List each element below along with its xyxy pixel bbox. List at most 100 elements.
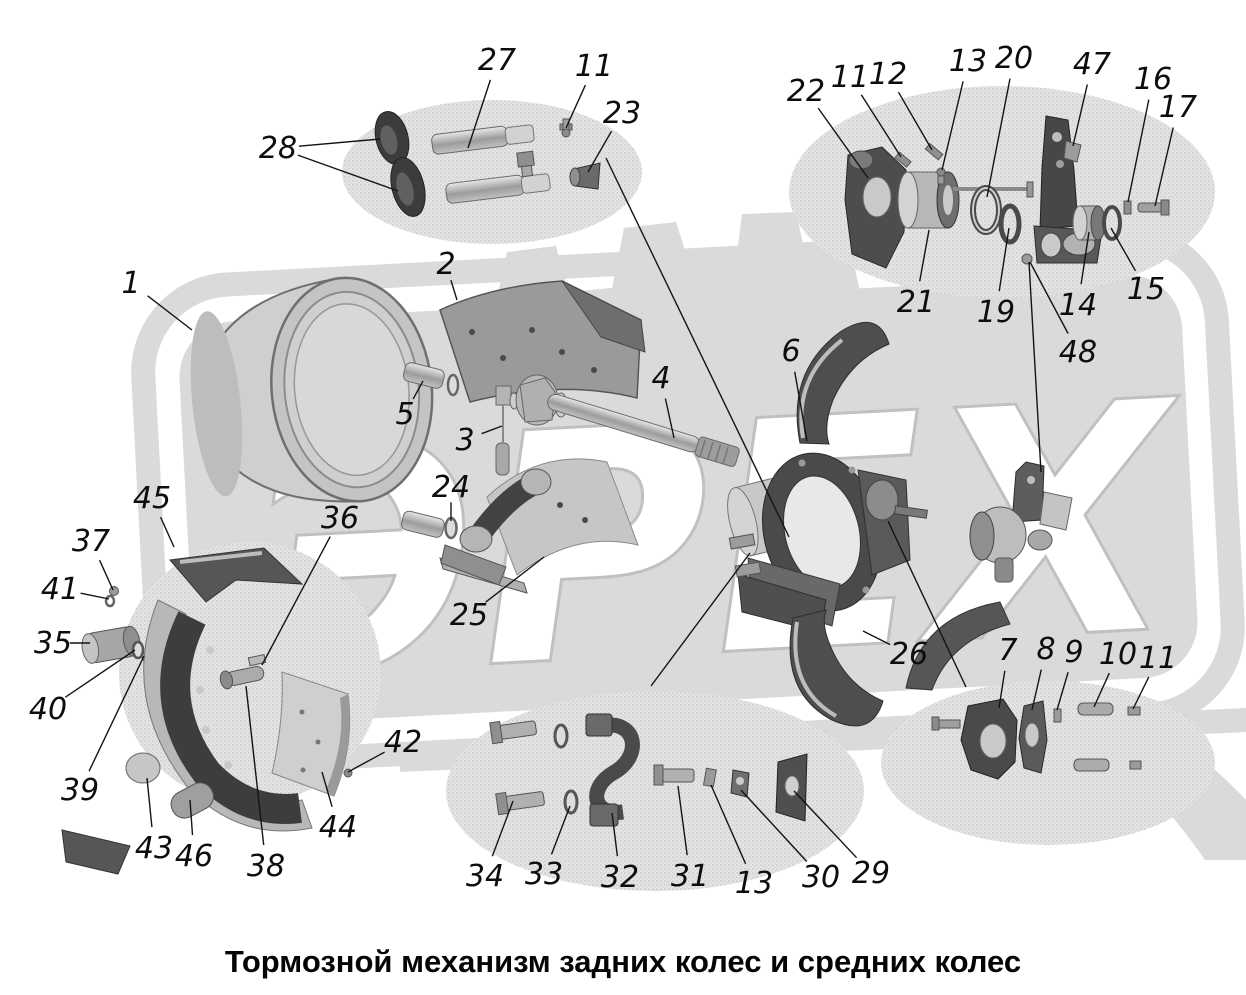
part-number-callout-12: 12 — [869, 57, 907, 92]
group-link-line — [650, 552, 751, 687]
part-number-callout-6: 6 — [781, 334, 800, 369]
leader-line — [611, 812, 619, 857]
slack-adjuster-installed — [969, 461, 1073, 583]
leader-line — [65, 649, 136, 698]
leader-line — [88, 655, 145, 772]
leader-line — [919, 229, 930, 282]
part-number-callout-38: 38 — [247, 849, 285, 884]
part-number-callout-13: 13 — [735, 866, 773, 901]
leader-line — [817, 107, 869, 179]
part-number-callout-3: 3 — [455, 423, 474, 458]
leader-line — [860, 94, 902, 158]
bearing — [1072, 205, 1106, 241]
part-number-callout-25: 25 — [450, 598, 488, 633]
part-number-callout-39: 39 — [61, 773, 99, 808]
brake-camshaft — [515, 374, 740, 467]
brake-spider — [727, 452, 928, 633]
leader-line — [98, 559, 114, 591]
brake-shoe-upper — [796, 322, 890, 445]
part-number-callout-34: 34 — [466, 859, 504, 894]
fork-and-spring — [495, 385, 519, 476]
leader-line — [347, 751, 385, 773]
leader-line — [1154, 127, 1174, 207]
shoe-upper-rim — [799, 338, 844, 439]
leader-line — [321, 771, 333, 807]
leader-line — [491, 800, 514, 857]
leader-line — [159, 516, 175, 548]
leader-line — [710, 784, 747, 865]
adjusting-pin-2 — [445, 173, 551, 204]
leader-line — [189, 799, 194, 836]
leader-line — [740, 789, 808, 862]
leader-line — [941, 81, 964, 171]
leader-line — [1110, 227, 1137, 272]
shoe-roller — [170, 782, 214, 819]
part-number-callout-21: 21 — [897, 285, 935, 320]
part-number-callout-47: 47 — [1073, 47, 1111, 82]
part-number-callout-28: 28 — [259, 131, 297, 166]
bubble-bottom-middle — [446, 691, 864, 891]
part-number-callout-11: 11 — [1139, 641, 1177, 676]
part-number-callout-2: 2 — [436, 247, 455, 282]
part-number-callout-11: 11 — [575, 49, 613, 84]
spring-hardware-group — [489, 713, 808, 827]
part-number-callout-35: 35 — [34, 626, 72, 661]
leader-line — [986, 78, 1011, 198]
leader-line — [261, 536, 331, 666]
part-number-callout-22: 22 — [787, 74, 825, 109]
part-number-callout-37: 37 — [72, 524, 110, 559]
leader-line — [794, 371, 808, 442]
part-number-callout-7: 7 — [998, 633, 1017, 668]
part-number-callout-31: 31 — [671, 859, 709, 894]
group-link-line — [887, 520, 967, 688]
part-number-callout-36: 36 — [321, 501, 359, 536]
part-number-callout-13: 13 — [949, 44, 987, 79]
leader-line — [146, 777, 153, 828]
part-number-callout-48: 48 — [1059, 335, 1097, 370]
leader-line — [550, 805, 571, 855]
leader-line — [793, 790, 858, 859]
anchor-pins-group — [401, 362, 519, 540]
leader-line — [862, 630, 891, 646]
leader-line — [485, 556, 545, 603]
leader-line — [1031, 669, 1042, 711]
part-number-callout-17: 17 — [1159, 90, 1197, 125]
leader-line — [467, 79, 492, 149]
brake-drum — [190, 276, 434, 503]
grease-fitting-small — [936, 167, 946, 185]
part-number-callout-19: 19 — [977, 295, 1015, 330]
leader-line — [245, 685, 265, 846]
part-number-callout-46: 46 — [175, 839, 213, 874]
part-number-callout-20: 20 — [995, 41, 1033, 76]
leader-line — [664, 398, 675, 439]
leader-line — [1093, 672, 1110, 708]
part-number-callout-44: 44 — [319, 810, 357, 845]
part-number-callout-16: 16 — [1134, 62, 1172, 97]
shoe-assembly-25 — [439, 458, 639, 594]
roller-pin — [219, 653, 267, 690]
shoe-lower-rim — [793, 621, 837, 718]
leader-line — [1127, 99, 1150, 203]
leader-line — [998, 227, 1010, 292]
figure-caption: Тормозной механизм задних колес и средни… — [224, 944, 1022, 979]
part-number-callout-14: 14 — [1059, 288, 1097, 323]
leader-line — [587, 130, 613, 173]
leader-line — [80, 592, 110, 600]
leader-line — [1072, 84, 1088, 147]
part-number-callout-41: 41 — [41, 572, 79, 607]
part-number-callout-40: 40 — [29, 692, 67, 727]
camshaft-support-group — [844, 115, 1170, 269]
part-number-callout-33: 33 — [525, 857, 563, 892]
leader-line — [1080, 231, 1090, 285]
part-number-callout-26: 26 — [890, 637, 928, 672]
leader-line — [897, 91, 933, 151]
part-number-callout-29: 29 — [852, 856, 890, 891]
leader-line — [677, 785, 688, 856]
leader-line — [998, 670, 1006, 709]
part-number-callout-4: 4 — [651, 361, 670, 396]
bracket-hardware-group — [931, 698, 1142, 780]
shoe-roller-group — [61, 547, 353, 875]
part-number-callout-9: 9 — [1064, 635, 1083, 670]
